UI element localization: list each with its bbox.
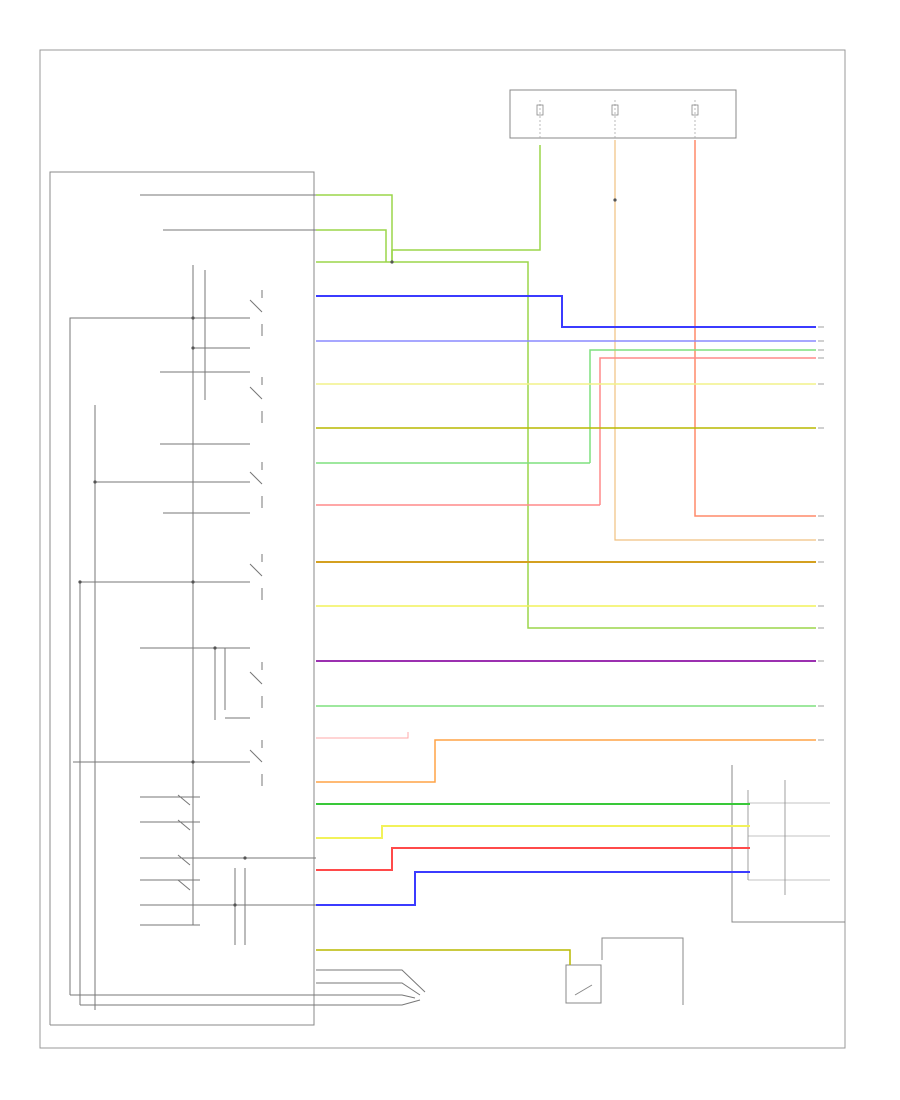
wire-pink-return: [599, 357, 816, 505]
wire-red-bottom: [316, 847, 750, 871]
fuse-box: [509, 89, 737, 139]
switch-contact-7: [177, 794, 191, 891]
wires: [316, 140, 816, 965]
switch-symbols: [177, 290, 263, 891]
wire-fuse-b: [614, 140, 816, 541]
switch-block: [49, 171, 315, 1026]
wire-green-fuse-a: [316, 145, 541, 263]
switch-rows: [140, 194, 316, 926]
wire-orange: [316, 739, 816, 783]
wire-blue-bottom: [316, 871, 750, 906]
right-terminal-ticks: [818, 326, 824, 741]
bottom-relay-box: [565, 937, 684, 1005]
wire-fuse-c-red: [694, 140, 816, 517]
wire-light-green-return: [589, 349, 816, 463]
wire-green-fuse-a-top: [316, 194, 393, 262]
diagram-frame: [39, 49, 846, 1049]
junction-dots: [78, 198, 617, 907]
lower-wires: [70, 969, 426, 1006]
wire-olive-relay: [316, 949, 571, 965]
switch-contact-5: [249, 662, 263, 708]
switch-contact-3: [249, 462, 263, 508]
switch-contact-1: [249, 290, 263, 336]
switch-contact-4: [249, 554, 263, 600]
switch-block-bus-lines: [69, 265, 250, 1010]
wire-yellow-bottom: [316, 825, 750, 839]
wire-pink-short: [316, 732, 409, 739]
wire-yellow-green-long: [392, 261, 816, 629]
switch-contact-6: [249, 740, 263, 786]
switch-contact-2: [249, 377, 263, 423]
right-connector-block: [731, 765, 845, 923]
wire-blue: [316, 295, 816, 328]
wire-green-fuse-a-mid: [316, 229, 387, 262]
